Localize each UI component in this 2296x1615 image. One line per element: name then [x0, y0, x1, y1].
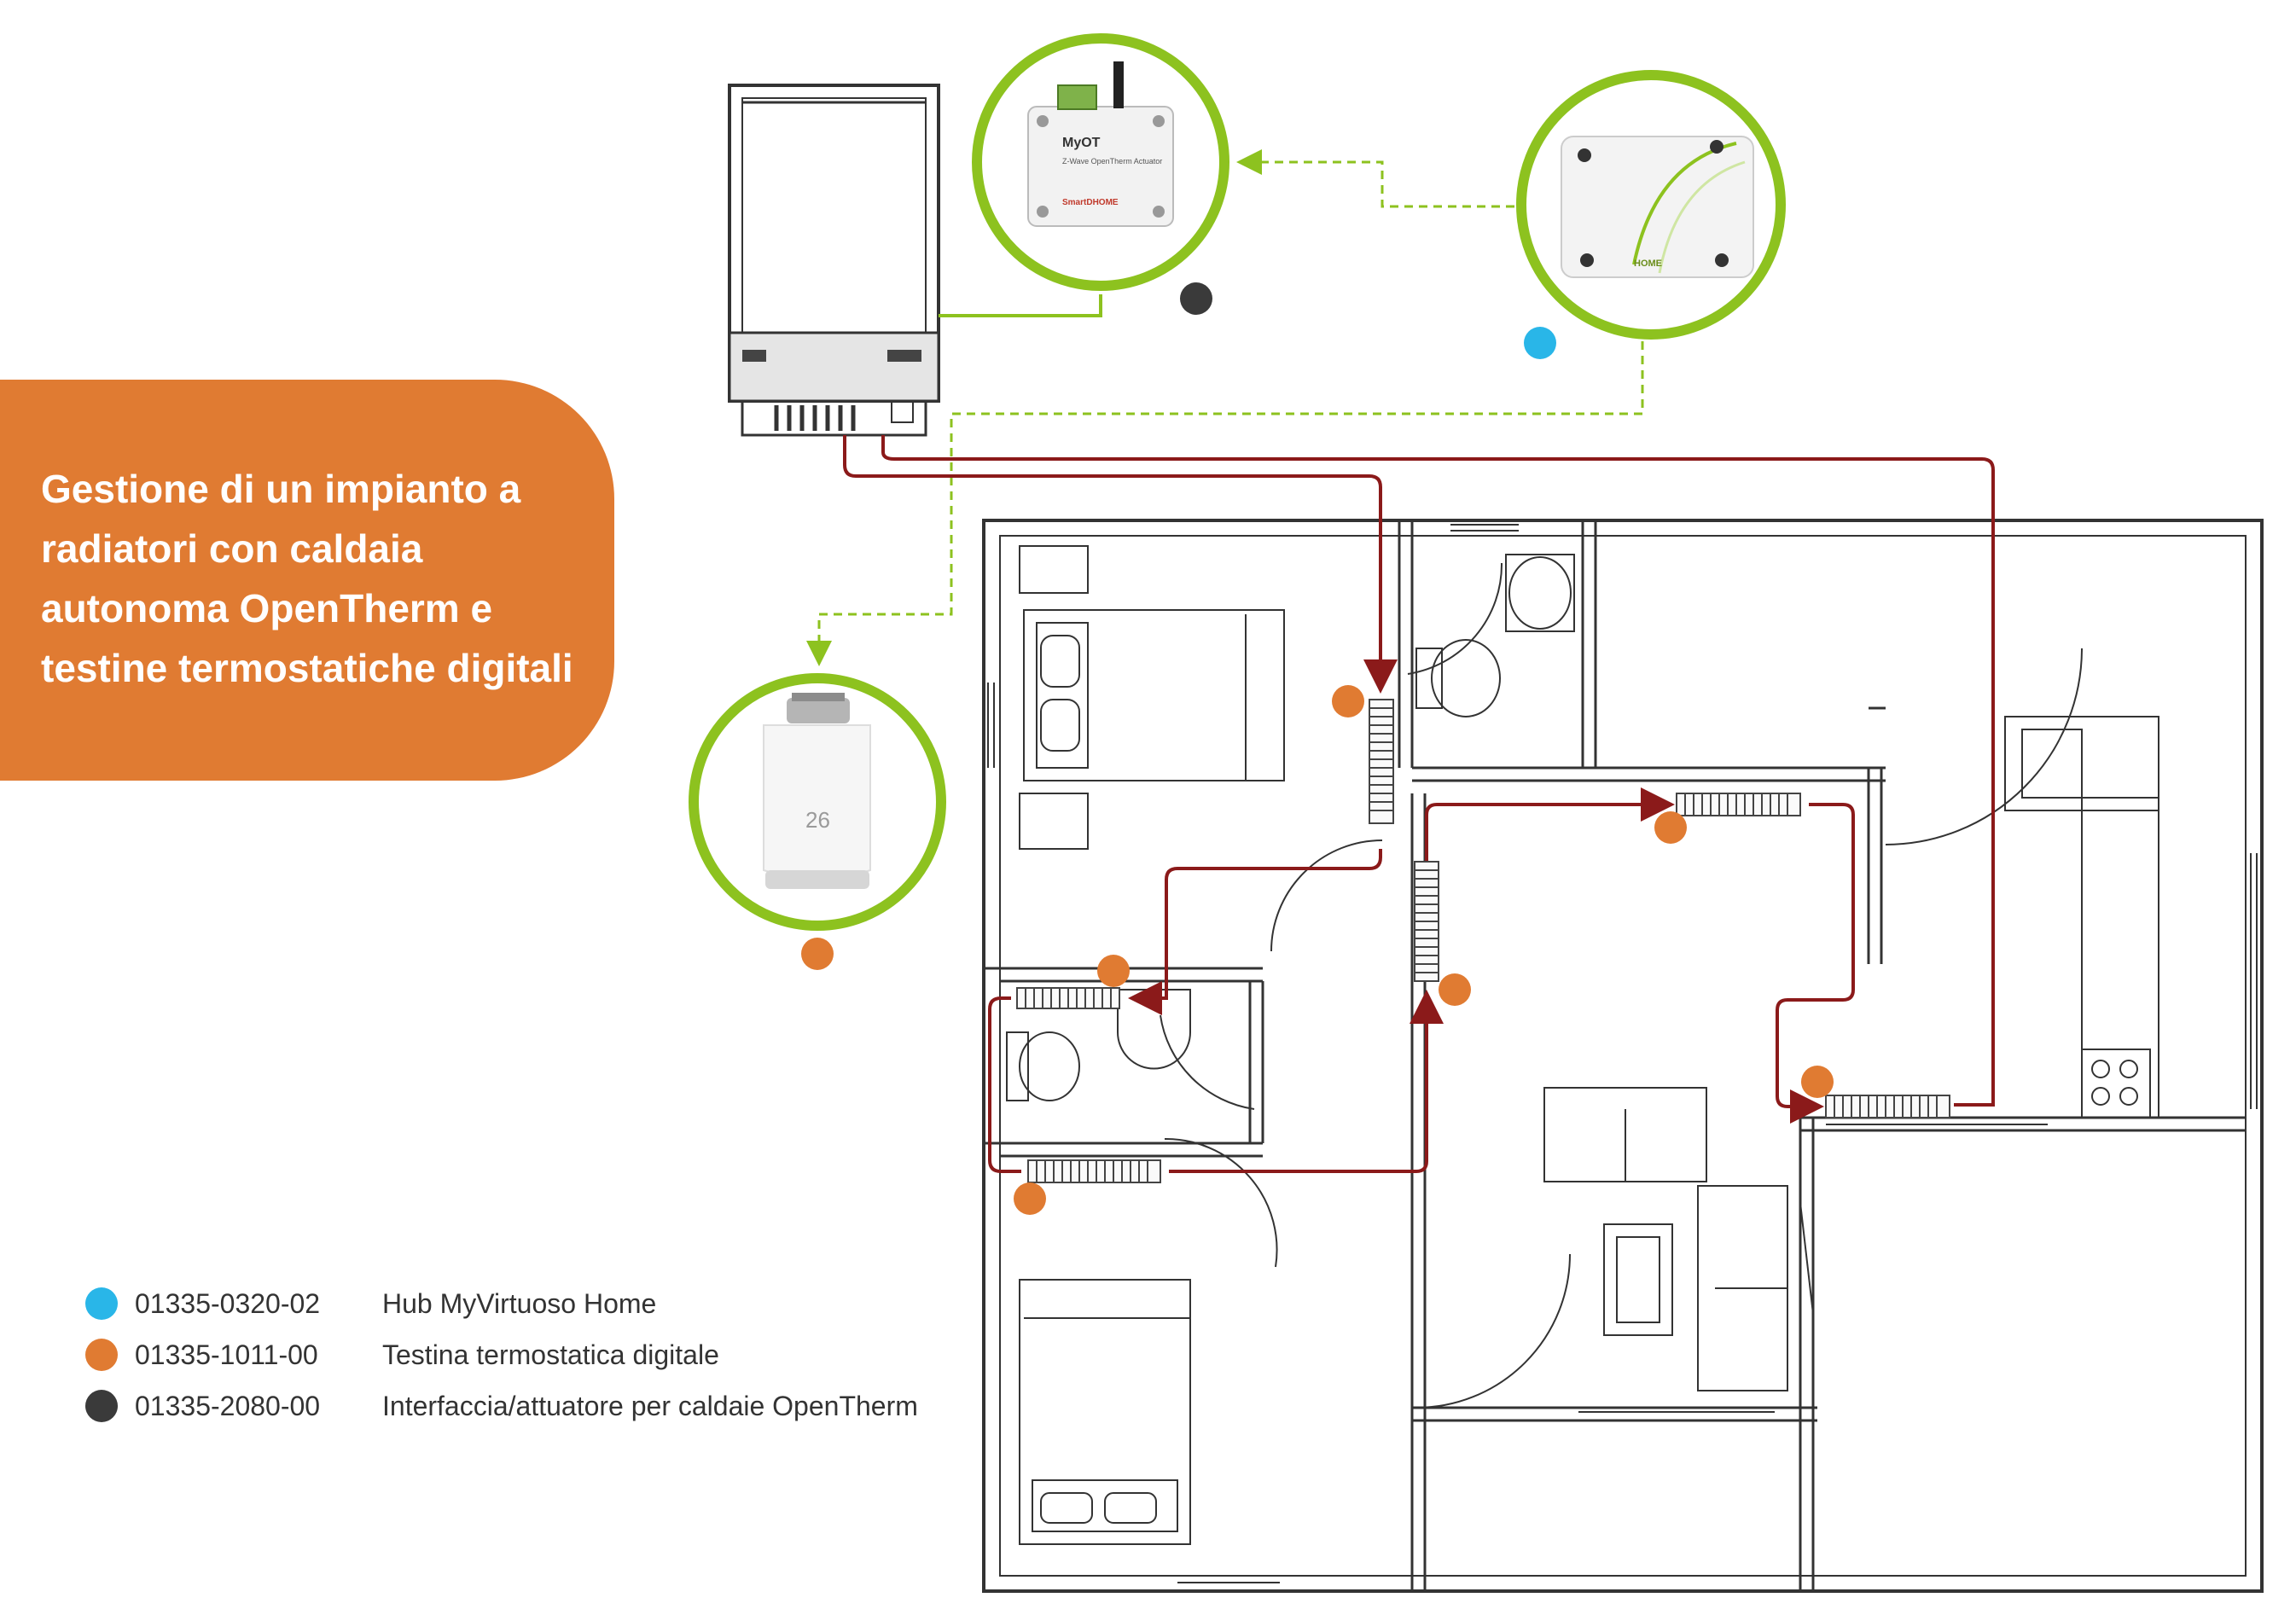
- radiator-6: [1825, 1095, 1950, 1118]
- wired-connection: [939, 294, 1102, 317]
- valve-marker: [1439, 973, 1471, 1006]
- hub-marker: [1524, 327, 1556, 359]
- floor-plan: [982, 519, 2264, 1593]
- radiator-5: [1027, 1159, 1161, 1183]
- hub-brand: HOME: [1634, 259, 1662, 269]
- valve-markers: [1014, 685, 1834, 1215]
- radiator-4: [1016, 987, 1120, 1009]
- title-banner: [0, 380, 614, 781]
- actuator-title: MyOT: [1062, 136, 1101, 150]
- radiator-2: [1414, 861, 1439, 982]
- legend-item: 01335-1011-00 Testina termostatica digit…: [85, 1329, 918, 1380]
- legend-item: 01335-0320-02 Hub MyVirtuoso Home: [85, 1278, 918, 1329]
- valve-device: 26: [689, 673, 946, 931]
- legend-dot-dark: [85, 1390, 118, 1422]
- legend: 01335-0320-02 Hub MyVirtuoso Home 01335-…: [85, 1278, 918, 1432]
- radiator-3: [1676, 793, 1801, 816]
- legend-description: Hub MyVirtuoso Home: [382, 1287, 657, 1319]
- legend-code: 01335-2080-00: [135, 1390, 321, 1421]
- radiator-1: [1369, 699, 1394, 824]
- boiler: [728, 84, 940, 437]
- valve-marker: [1097, 955, 1130, 987]
- actuator-marker: [1180, 282, 1212, 315]
- valve-marker: [1654, 811, 1687, 844]
- page-title: Gestione di un impianto a radiatori con …: [41, 467, 573, 690]
- valve-device-marker: [801, 938, 834, 970]
- valve-marker: [1801, 1066, 1834, 1098]
- valve-display: 26: [805, 807, 830, 833]
- legend-code: 01335-1011-00: [135, 1339, 318, 1370]
- legend-code: 01335-0320-02: [135, 1287, 321, 1319]
- legend-description: Interfaccia/attuatore per caldaie OpenTh…: [382, 1390, 918, 1421]
- heating-pipes: [843, 435, 1995, 1173]
- wireless-link-hub-valve: [806, 341, 1644, 666]
- hub-device: HOME: [1516, 70, 1786, 340]
- radiators: [1016, 699, 1950, 1183]
- actuator-subtitle: Z-Wave OpenTherm Actuator: [1062, 157, 1162, 166]
- legend-dot-orange: [85, 1339, 118, 1371]
- legend-description: Testina termostatica digitale: [382, 1339, 719, 1370]
- legend-dot-blue: [85, 1287, 118, 1320]
- valve-marker: [1332, 685, 1364, 717]
- wireless-link-hub-actuator: [1236, 149, 1514, 208]
- valve-marker: [1014, 1182, 1046, 1215]
- actuator-device: MyOT Z-Wave OpenTherm Actuator SmartDHOM…: [972, 33, 1229, 291]
- actuator-brand: SmartDHOME: [1062, 198, 1119, 207]
- legend-item: 01335-2080-00 Interfaccia/attuatore per …: [85, 1380, 918, 1432]
